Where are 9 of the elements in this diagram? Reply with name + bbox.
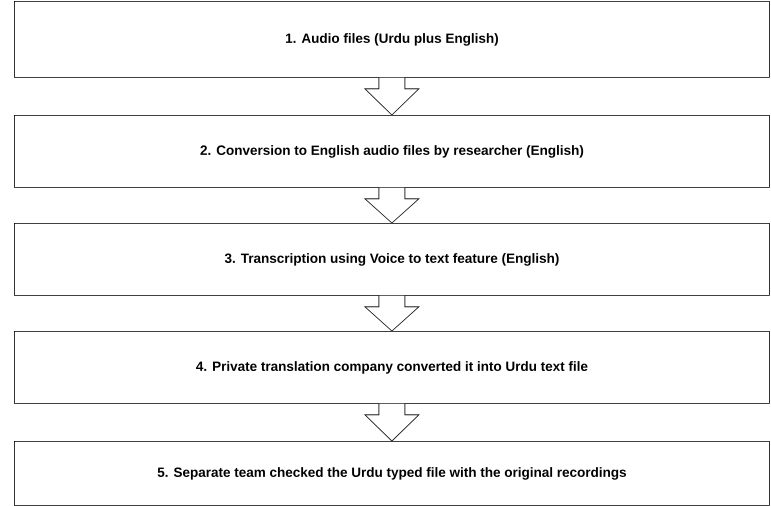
process-box: 1. Audio files (Urdu plus English) [14, 1, 770, 78]
block-arrow [364, 295, 420, 332]
block-arrow [364, 403, 420, 442]
block-arrow [364, 187, 420, 224]
process-box: 4. Private translation company converted it into Urdu text file [14, 331, 770, 404]
process-box: 3. Transcription using Voice to text feature (English) [14, 223, 770, 296]
process-box: 2. Conversion to English audio files by researcher (English) [14, 115, 770, 188]
block-arrow [364, 77, 420, 116]
process-box: 5. Separate team checked the Urdu typed file with the original recordings [14, 441, 770, 506]
